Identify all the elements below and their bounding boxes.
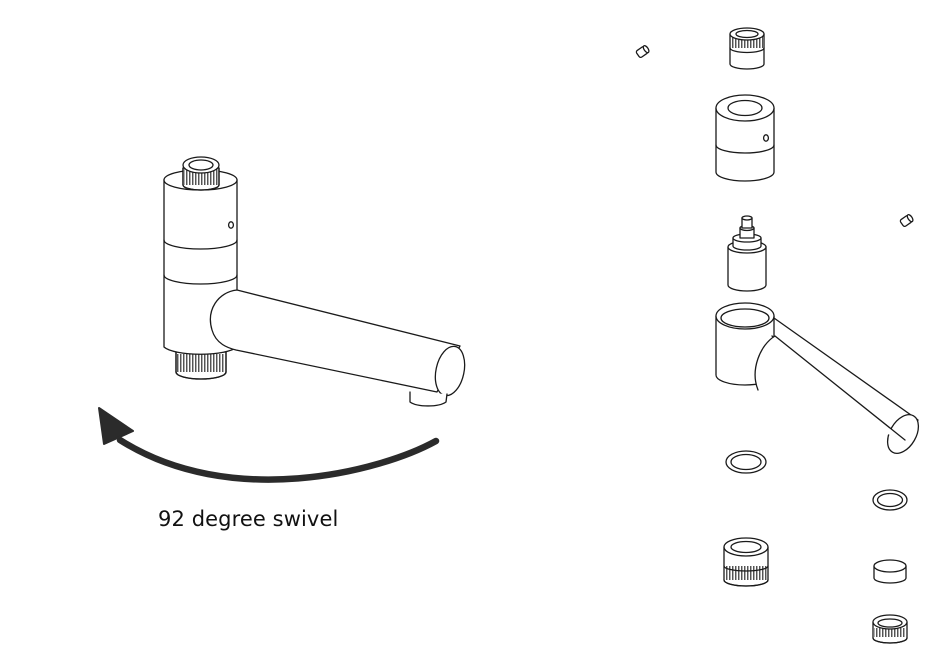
body-with-spout bbox=[715, 302, 920, 454]
exploded-parts bbox=[635, 27, 920, 644]
swivel-caption: 92 degree swivel bbox=[158, 507, 339, 531]
set-screw-right bbox=[899, 214, 914, 228]
bottom-nipple bbox=[723, 537, 769, 587]
top-nipple bbox=[729, 27, 765, 70]
bottom-thread-connector bbox=[175, 351, 227, 380]
set-screw-left bbox=[635, 45, 650, 59]
top-thread-connector bbox=[182, 156, 220, 191]
aerator-cap bbox=[873, 559, 907, 584]
aerator-ring bbox=[872, 614, 908, 644]
valve-cartridge bbox=[727, 215, 767, 292]
handle-cap bbox=[715, 94, 775, 182]
swivel-arrow bbox=[98, 407, 440, 483]
o-ring-left bbox=[725, 450, 767, 474]
spout-arm bbox=[209, 289, 466, 407]
o-ring-right bbox=[872, 489, 908, 511]
assembled-faucet bbox=[163, 156, 466, 407]
